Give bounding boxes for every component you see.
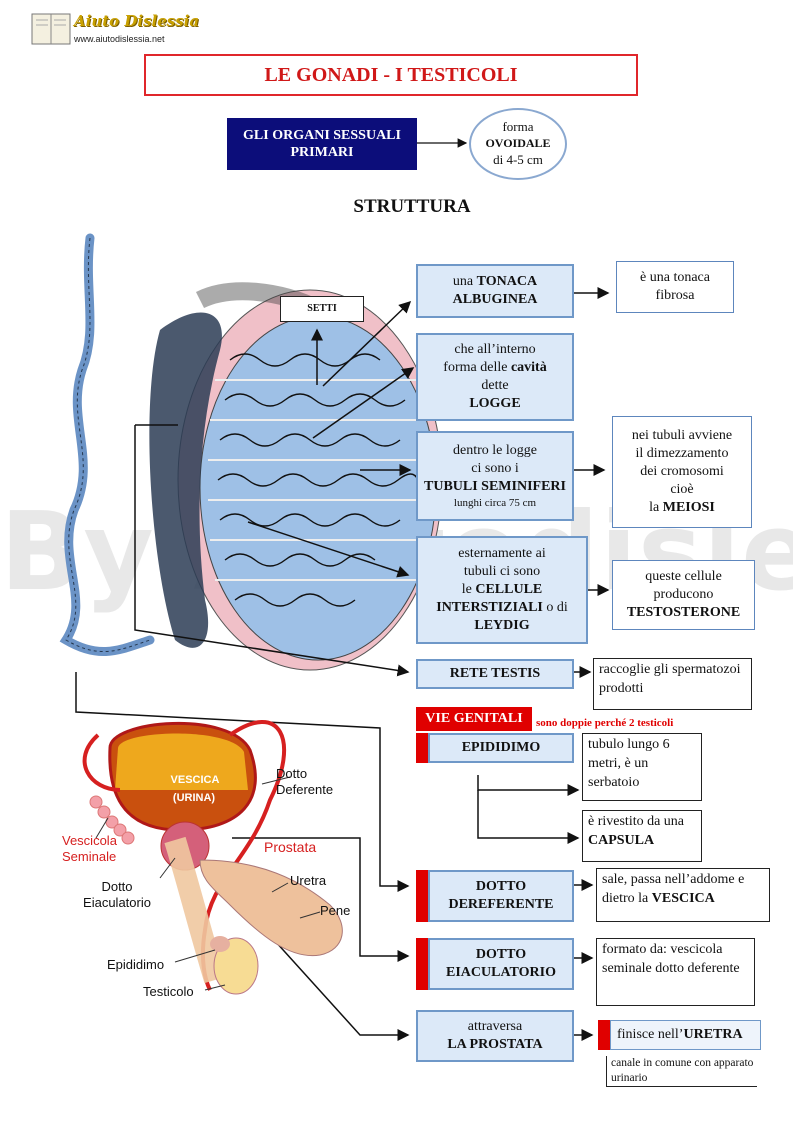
epididimo-label: Epididimo [107,957,165,972]
cellule-line-3b: CELLULE [475,581,543,597]
page-title: LE GONADI - I TESTICOLI [144,54,638,96]
epididimo-tag [416,733,428,763]
logge-line-4: LOGGE [469,396,521,412]
cellule-box: esternamente ai tubuli ci sono le CELLUL… [416,536,588,644]
meiosi-line-2: il dimezzamento [635,445,729,461]
logo-text: Aiuto Dislessia [74,12,200,30]
prostata-line-2: LA PROSTATA [447,1037,543,1052]
primary-organs-box: GLI ORGANI SESSUALI PRIMARI [227,118,417,170]
epididimo-note-1: tubulo lungo 6 metri, è un serbatoio [582,733,702,801]
eiaculatorio-box: DOTTO EIACULATORIO [428,938,574,990]
tubuli-line-2: ci sono i [471,460,519,476]
shape-line-1: forma [502,119,534,135]
meiosi-line-3: dei cromosomi [640,463,724,479]
testis-illustration [59,233,443,671]
deferente-line-1: DOTTO [475,878,527,894]
eiaculatorio-tag [416,938,428,990]
tonaca-bold-2: ALBUGINEA [452,292,538,307]
uretra-bold: URETRA [683,1027,743,1042]
deferente-tag [416,870,428,922]
site-logo[interactable] [30,10,190,50]
cellule-line-2: tubuli ci sono [463,563,541,579]
tubuli-note: nei tubuli avviene il dimezzamento dei c… [612,416,752,528]
deferente-note-bold: VESCICA [651,890,715,906]
rete-testis-box: RETE TESTIS [416,659,574,689]
eiaculatorio-line-1: DOTTO [475,946,527,962]
shape-ellipse: forma OVOIDALE di 4-5 cm [469,108,567,180]
tubuli-line-1: dentro le logge [453,442,537,458]
tonaca-note: è una tonaca fibrosa [616,261,734,313]
logge-line-3: dette [481,378,509,393]
tubuli-line-4: lunghi circa 75 cm [453,497,537,510]
cellule-line-4a: INTERSTIZIALI [436,600,543,616]
deferente-line-2: DEREFERENTE [448,897,554,912]
prostata-box: attraversa LA PROSTATA [416,1010,574,1062]
rete-testis-note: raccoglie gli spermatozoi prodotti [593,658,752,710]
cellule-line-5: LEYDIG [474,618,530,634]
tubuli-box: dentro le logge ci sono i TUBULI SEMINIF… [416,431,574,521]
cellule-line-4b: o di [542,600,568,616]
meiosi-line-1: nei tubuli avviene [631,427,733,443]
deferente-note-text: sale, passa nell’addome e dietro la [602,872,745,906]
logge-line-2a: forma delle [443,359,511,375]
testosterone-line-1: queste cellule [645,568,722,584]
epididimo-box: EPIDIDIMO [428,733,574,763]
testosterone-line-3: TESTOSTERONE [626,605,741,621]
dotto-eiaculatorio-label: Dotto Eiaculatorio [83,879,151,911]
eiaculatorio-note: formato da: vescicola seminale dotto def… [596,938,755,1006]
shape-line-2: OVOIDALE [485,136,551,151]
tonaca-box: una TONACA ALBUGINEA [416,264,574,318]
deferente-box: DOTTO DEREFERENTE [428,870,574,922]
epididimo-note-2: è rivestito da una CAPSULA [582,810,702,862]
testosterone-line-2: producono [653,586,714,602]
deferente-note: sale, passa nell’addome e dietro la VESC… [596,868,770,922]
uretra-pre: finisce nell’ [617,1027,684,1042]
logge-line-1: che all’interno [454,341,536,357]
reproductive-system-illustration [82,720,343,995]
cellule-note: queste cellule producono TESTOSTERONE [612,560,755,630]
urina-label: (URINA) [172,792,216,804]
vie-genitali-heading: VIE GENITALI [416,707,532,731]
uretra-tag [598,1020,610,1050]
vescicola-seminale-label: Vescicola Seminale [62,833,117,865]
meiosi-line-5b: MEIOSI [662,500,715,516]
cellule-line-1: esternamente ai [458,545,546,561]
setti-label: SETTI [280,296,364,322]
vescica-label: VESCICA [170,774,220,786]
cellule-line-3a: le [461,581,476,597]
capsula-bold: CAPSULA [588,832,655,848]
eiaculatorio-line-2: EIACULATORIO [446,965,556,980]
meiosi-line-4: cioè [670,482,694,498]
shape-line-3: di 4-5 cm [493,151,543,167]
dotto-deferente-label: Dotto Deferente [276,766,334,798]
prostata-label: Prostata [264,839,317,855]
capsula-pre: è rivestito da una [588,814,685,829]
tonaca-bold-1: TONACA [476,273,538,289]
uretra-note: canale in comune con apparato urinario [606,1056,757,1087]
tonaca-pre: una [452,273,477,289]
uretra-box: finisce nell’URETRA [610,1020,761,1050]
testicolo-label: Testicolo [143,984,194,999]
logge-line-2b: cavità [510,359,547,375]
logge-box: che all’interno forma delle cavità dette… [416,333,574,421]
vie-genitali-note: sono doppie perché 2 testicoli [536,717,674,729]
book-icon [31,13,71,45]
prostata-line-1: attraversa [467,1018,523,1034]
section-heading: STRUTTURA [353,196,471,217]
tubuli-line-3: TUBULI SEMINIFERI [424,478,566,494]
logo-url[interactable]: www.aiutodislessia.net [74,34,165,44]
meiosi-line-5a: la [649,500,663,516]
uretra-label: Uretra [290,873,327,888]
pene-label: Pene [320,903,351,918]
